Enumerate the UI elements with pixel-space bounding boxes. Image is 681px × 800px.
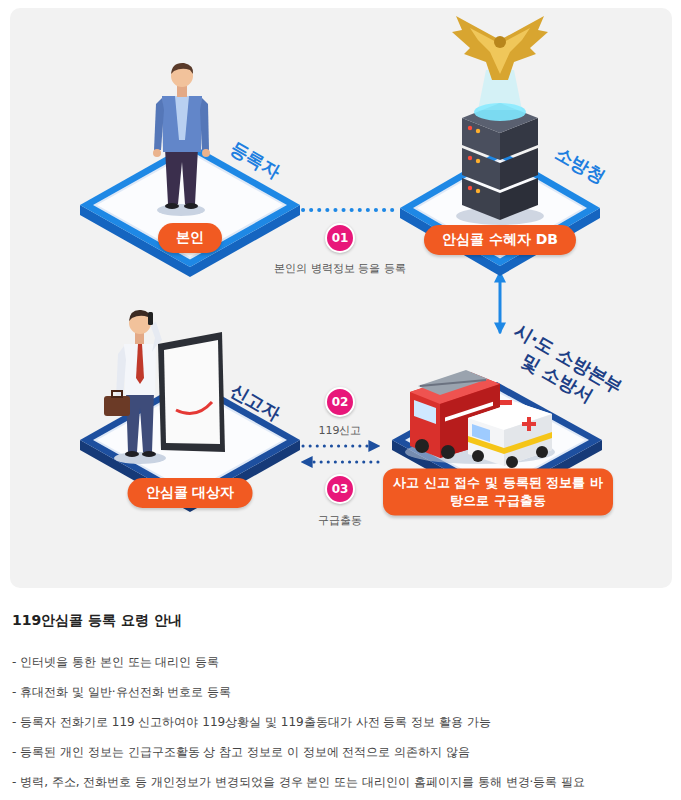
label-wrap: - 휴대전화 및 일반·유선전화 번호로 등록 [12,685,667,701]
edge-label: 119신고 [316,423,365,438]
node-label-pill: 사고 신고 접수 및 등록된 정보를 바탕으로 구급출동 [383,468,613,515]
guide-item: - 휴대전화 및 일반·유선전화 번호로 등록 [12,685,667,701]
label-wrap: - 등록자 전화기로 119 신고하여야 119상황실 및 119출동대가 사전… [12,715,667,731]
node-label-pill: 안심콜 대상자 [128,478,253,508]
arrow-connector [499,273,502,332]
edge-label-wrap: 119신고 [316,419,365,438]
edge-label: 본인의 병력정보 등을 등록 [271,261,409,276]
title-wrap: 119안심콜 등록 요령 안내 [12,612,182,630]
label-wrap: - 병력, 주소, 전화번호 등 개인정보가 변경되었을 경우 본인 또는 대리… [12,775,667,791]
pill-wrap: 본인 [158,223,222,253]
edge-label-wrap: 본인의 병력정보 등을 등록 [271,257,409,276]
dotted-connector [303,445,378,448]
node-label-pill: 본인 [158,223,222,253]
guide-item: - 인터넷을 통한 본인 또는 대리인 등록 [12,655,667,671]
pill-wrap: 사고 신고 접수 및 등록된 정보를 바탕으로 구급출동 [383,468,613,515]
guide-item: - 병력, 주소, 전화번호 등 개인정보가 변경되었을 경우 본인 또는 대리… [12,775,667,791]
ambulance [468,400,552,468]
guide-title: 119안심콜 등록 요령 안내 [12,612,182,630]
callout-number: 03 [325,474,355,504]
dotted-connector [303,208,397,212]
callout-number: 01 [325,223,355,253]
callout-number: 02 [325,387,355,417]
edge-label: 구급출동 [315,513,365,528]
guide-item: - 등록자 전화기로 119 신고하여야 119상황실 및 119출동대가 사전… [12,715,667,731]
guide-item: - 등록된 개인 정보는 긴급구조활동 상 참고 정보로 이 정보에 전적으로 … [12,745,667,761]
dotted-connector [303,461,378,464]
pill-wrap: 안심콜 대상자 [128,478,253,508]
eagle-emblem [452,16,548,80]
edge-label-wrap: 구급출동 [315,509,365,528]
label-wrap: - 인터넷을 통한 본인 또는 대리인 등록 [12,655,667,671]
label-wrap: 01 [325,223,355,253]
label-wrap: 03 [325,474,355,504]
pill-wrap: 안심콜 수혜자 DB [424,225,576,255]
label-wrap: 02 [325,387,355,417]
node-label-pill: 안심콜 수혜자 DB [424,225,576,255]
label-wrap: - 등록된 개인 정보는 긴급구조활동 상 참고 정보로 이 정보에 전적으로 … [12,745,667,761]
database-server [456,70,544,225]
tablet-screen [158,332,225,452]
